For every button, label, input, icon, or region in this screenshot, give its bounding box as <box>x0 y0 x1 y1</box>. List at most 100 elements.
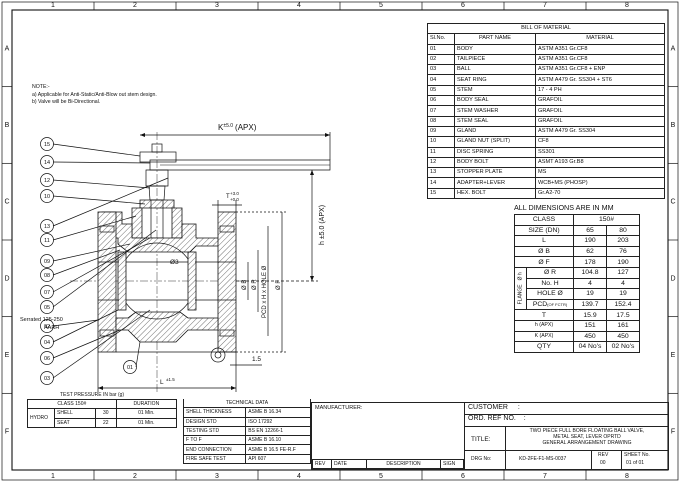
column-label: 5 <box>379 473 383 480</box>
column-label: 1 <box>51 2 55 9</box>
b-dim-label: Ø B <box>242 280 248 290</box>
balloon-number: 15 <box>44 142 50 148</box>
balloon-circle <box>40 351 54 365</box>
row-label: F <box>5 429 9 436</box>
pcd-dim-label: PCD x H x HOLE Ø <box>262 265 268 318</box>
bom-cell-part: SEAT RING <box>454 74 536 86</box>
bom-cell-material: WCB+MS (PHOSP) <box>535 177 665 189</box>
flange-sub: Ø h <box>517 272 523 281</box>
bom-cell-part: BODY <box>454 43 536 55</box>
balloon-circle <box>40 219 54 233</box>
bom-cell-part: ADAPTER+LEVER <box>454 177 536 189</box>
column-label: 3 <box>215 2 219 9</box>
bom-cell-part: BALL <box>454 64 536 76</box>
test-pressure-block: TEST PRESSURE IN bar (g) CLASS 150# DURA… <box>27 392 178 428</box>
dim-value: 02 No's <box>606 341 640 353</box>
ord-ref-colon: : <box>523 415 526 422</box>
flange-label: FLANGE Ø h <box>514 267 527 310</box>
bom-cell-part: GLAND NUT (SPLIT) <box>454 136 536 148</box>
balloon-number: 13 <box>44 224 50 230</box>
column-label: 7 <box>543 2 547 9</box>
dim-value: 178 <box>573 256 607 268</box>
bom-header-material: MATERIAL <box>535 33 665 45</box>
date-col: DATE <box>331 458 367 470</box>
dim-label-text: Ø R <box>543 269 557 277</box>
bom-cell-slno: 09 <box>427 125 455 138</box>
tech-value: ASME B 16.10 <box>245 435 311 446</box>
balloon-leader <box>52 309 119 343</box>
tp-shell-value: 30 <box>94 408 117 419</box>
t-tolerance-bottom: +0.0 <box>230 197 239 202</box>
title-line: GENERAL ARRANGEMENT DRAWING <box>542 440 632 447</box>
balloon-leader <box>52 243 131 262</box>
bom-cell-part: BODY BOLT <box>454 156 536 169</box>
balloon-number: 01 <box>127 365 133 371</box>
dim-value: 152.4 <box>606 298 640 311</box>
bom-cell-material: SS301 <box>535 146 665 158</box>
balloon-number: 08 <box>44 273 50 279</box>
dim-value: 04 No's <box>573 341 607 353</box>
rev-label: REV <box>598 452 609 458</box>
dimensions-block: ALL DIMENSIONS ARE IN MM CLASS 150# SIZE… <box>514 203 640 353</box>
bom-cell-slno: 06 <box>427 95 455 107</box>
row-label: F <box>671 429 675 436</box>
bom-cell-part: BODY SEAL <box>454 95 536 107</box>
bom-cell-slno: 13 <box>427 167 455 179</box>
h-dimension-label: h ±5.0 (APX) <box>319 205 326 245</box>
tech-value: ISO 17292 <box>245 416 311 427</box>
dim-value: 203 <box>606 235 640 247</box>
balloon-circle <box>40 319 54 333</box>
bom-cell-slno: 15 <box>427 187 455 200</box>
note-line: b) Valve will be Bi-Directional. <box>32 99 101 105</box>
bill-of-material: BILL OF MATERIAL Sl.No. PART NAME MATERI… <box>427 22 665 200</box>
dim-label-text: PCD <box>532 301 548 309</box>
dim-value: 4 <box>573 277 607 290</box>
k-tolerance: ±5.0 <box>223 123 233 129</box>
balloon-leader <box>52 177 169 227</box>
customer-row: CUSTOMER : <box>468 404 520 411</box>
bom-cell-part: HEX. BOLT <box>454 187 536 200</box>
balloon-leader <box>52 249 121 276</box>
bom-cell-material: ASTM A351 Gr.CF8 <box>535 43 665 55</box>
dim-value: 4 <box>606 277 640 290</box>
desc-col: DESCRIPTION <box>366 458 441 470</box>
balloon-number: 12 <box>44 178 50 184</box>
t-tolerance-top: +3.0 <box>230 191 239 196</box>
bom-cell-material: 17 - 4 PH <box>535 84 665 97</box>
column-label: 4 <box>297 2 301 9</box>
balloon-circle <box>40 285 54 299</box>
tech-param: SHELL THICKNESS <box>182 407 247 418</box>
tech-param: F TO F <box>182 435 247 446</box>
bom-cell-part: STEM SEAL <box>454 115 536 127</box>
dim-label: h (APX) <box>514 319 574 332</box>
dim-value: 62 <box>573 245 607 258</box>
tech-value: API 607 <box>245 453 311 465</box>
bom-cell-slno: 11 <box>427 146 455 158</box>
dim-label: PCD(OF FCTR) <box>526 298 574 311</box>
balloon-number: 11 <box>44 238 50 244</box>
balloon-circle <box>123 360 137 374</box>
tech-title: TECHNICAL DATA <box>183 399 311 409</box>
bom-cell-slno: 03 <box>427 64 455 76</box>
balloon-circle <box>40 371 54 385</box>
bom-cell-part: STEM <box>454 84 536 97</box>
column-label: 6 <box>461 2 465 9</box>
dim-value: 190 <box>606 256 640 268</box>
bom-cell-slno: 14 <box>427 177 455 189</box>
rev-value: 00 <box>600 460 606 466</box>
dim-value: 151 <box>573 319 607 332</box>
dim-value: 104.8 <box>573 266 607 279</box>
tp-seat: SEAT <box>54 417 96 428</box>
balloon-leader <box>52 195 146 205</box>
size-80: 80 <box>606 224 640 237</box>
row-label: E <box>671 352 676 359</box>
